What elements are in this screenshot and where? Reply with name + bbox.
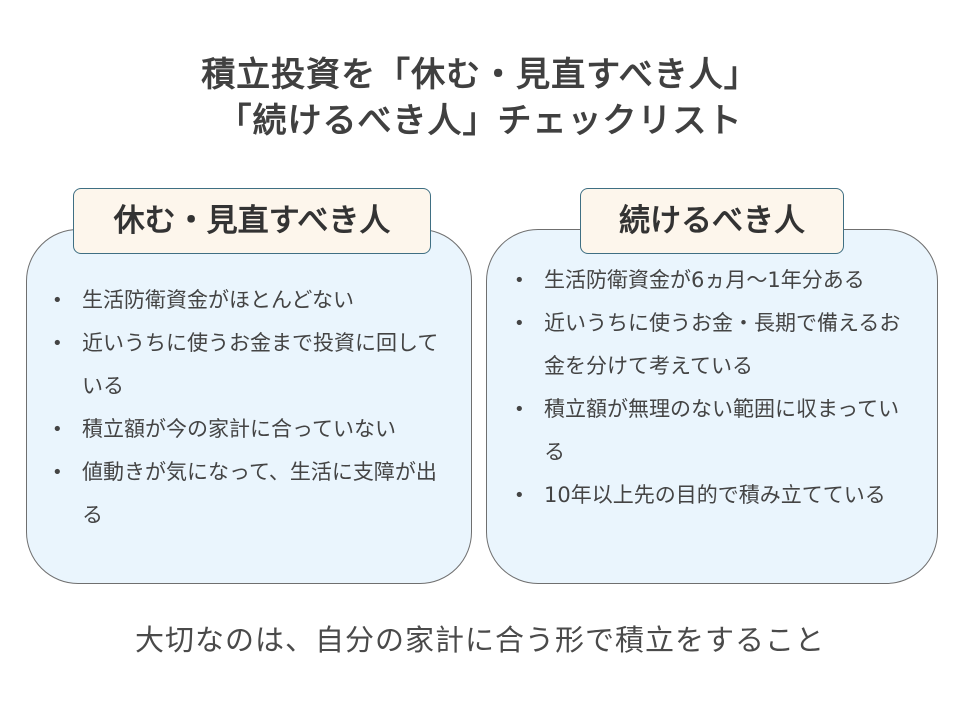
title-line-2: 「続けるべき人」チェックリスト [217,101,743,141]
right-panel-heading: 続けるべき人 [580,188,844,254]
right-checklist: 生活防衛資金が6ヵ月〜1年分ある 近いうちに使うお金・長期で備えるお金を分けて考… [510,259,915,517]
list-item: 生活防衛資金が6ヵ月〜1年分ある [510,259,915,302]
list-item: 10年以上先の目的で積み立てている [510,474,915,517]
list-item: 積立額が今の家計に合っていない [48,408,448,451]
list-item: 生活防衛資金がほとんどない [48,279,448,322]
list-item: 積立額が無理のない範囲に収まっている [510,388,915,474]
footer-message: 大切なのは、自分の家計に合う形で積立をすること [134,623,825,657]
left-panel-heading: 休む・見直すべき人 [73,188,431,254]
page-title: 積立投資を「休む・見直すべき人」 「続けるべき人」チェックリスト [0,52,960,144]
list-item: 近いうちに使うお金・長期で備えるお金を分けて考えている [510,302,915,388]
list-item: 値動きが気になって、生活に支障が出る [48,451,448,537]
list-item: 近いうちに使うお金まで投資に回している [48,322,448,408]
left-checklist: 生活防衛資金がほとんどない 近いうちに使うお金まで投資に回している 積立額が今の… [48,279,448,537]
title-line-1: 積立投資を「休む・見直すべき人」 [201,55,759,95]
